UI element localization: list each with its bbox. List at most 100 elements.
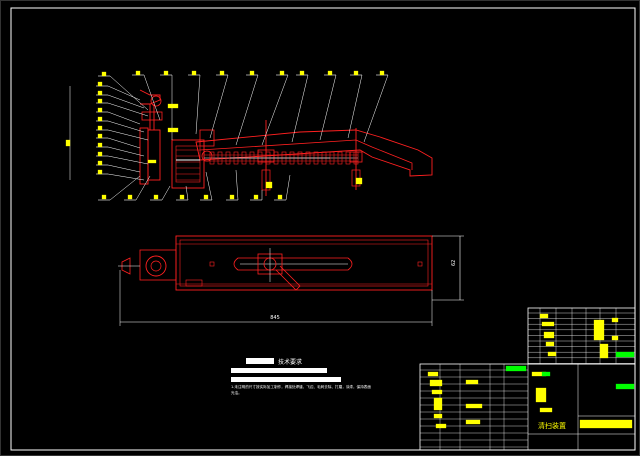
callout-number bbox=[97, 169, 103, 175]
screw-segment bbox=[217, 151, 223, 165]
callout-leader bbox=[161, 185, 171, 201]
callout-number bbox=[153, 194, 159, 200]
callout-leader bbox=[107, 137, 141, 149]
callout-number bbox=[97, 116, 103, 122]
green-cell bbox=[505, 365, 527, 372]
callout-number bbox=[203, 194, 209, 200]
title-text-block bbox=[465, 403, 483, 409]
title-text-block bbox=[611, 317, 619, 323]
school-block bbox=[579, 419, 633, 429]
callout-leader bbox=[107, 173, 145, 181]
callout-number bbox=[97, 125, 103, 131]
technical-notes: 技术要求 1.未注明的尺寸按实际加工制作，焊接处焊缝、飞边、毛刺去除、打磨，涂漆… bbox=[231, 358, 371, 395]
callout-leader bbox=[285, 174, 291, 201]
title-text-block bbox=[539, 313, 549, 319]
title-text-block bbox=[547, 351, 557, 357]
title-text-block bbox=[541, 321, 555, 327]
notes-title-box bbox=[246, 358, 274, 364]
title-text-block bbox=[465, 379, 479, 385]
callout-number bbox=[97, 81, 103, 87]
handle-knob bbox=[150, 95, 162, 107]
callout-number bbox=[101, 71, 107, 77]
callout-leader bbox=[107, 129, 149, 141]
title-text-block bbox=[433, 397, 443, 411]
idler bbox=[201, 150, 213, 162]
callout-leader bbox=[319, 74, 337, 141]
screw-segment bbox=[209, 151, 215, 165]
dimension-overall-length: 845 bbox=[270, 315, 280, 321]
plan-motor bbox=[145, 255, 167, 277]
notes-bar bbox=[231, 377, 341, 382]
callout-number bbox=[253, 194, 259, 200]
dimension-lines bbox=[119, 235, 464, 326]
plan-foot bbox=[185, 279, 203, 287]
title-text-block bbox=[431, 389, 443, 395]
callout-leader bbox=[135, 175, 151, 201]
callout-number bbox=[191, 70, 197, 76]
callout-number bbox=[163, 70, 169, 76]
callout-leader bbox=[205, 171, 213, 201]
motor-mount bbox=[147, 129, 161, 181]
callout-number bbox=[379, 70, 385, 76]
drawing-frame bbox=[10, 7, 636, 451]
part-label bbox=[167, 127, 179, 133]
gearbox-inner bbox=[175, 145, 201, 183]
part-label bbox=[167, 103, 179, 109]
title-text-block bbox=[433, 413, 443, 419]
plan-frame-inner bbox=[179, 239, 429, 287]
part-callouts-front-view bbox=[65, 70, 389, 201]
plan-lever bbox=[275, 265, 301, 291]
callout-leader bbox=[195, 74, 201, 135]
callout-number bbox=[97, 90, 103, 96]
callout-number bbox=[277, 194, 283, 200]
title-block-frame bbox=[419, 363, 636, 451]
callout-number bbox=[97, 133, 103, 139]
callout-leader bbox=[107, 155, 149, 165]
callout-number bbox=[179, 194, 185, 200]
gearbox-housing bbox=[171, 139, 205, 189]
motor-plate bbox=[139, 127, 149, 185]
title-text-block bbox=[429, 379, 443, 387]
title-text-block bbox=[599, 343, 609, 359]
plan-handle bbox=[121, 257, 131, 275]
callout-leader bbox=[261, 74, 289, 146]
callout-number bbox=[101, 194, 107, 200]
title-text-block bbox=[435, 423, 447, 429]
front-view-assembly bbox=[139, 89, 433, 196]
callout-leader bbox=[143, 74, 161, 121]
callout-leader bbox=[107, 94, 145, 109]
callout-number bbox=[327, 70, 333, 76]
title-text-block bbox=[465, 419, 481, 425]
callout-leader bbox=[109, 75, 149, 111]
callout-leader bbox=[347, 74, 363, 139]
notes-body: 1.未注明的尺寸按实际加工制作，焊接处焊缝、飞边、毛刺去除、打磨，涂漆，保持表面… bbox=[231, 385, 371, 395]
callout-leader bbox=[235, 74, 259, 146]
part-label bbox=[265, 181, 273, 189]
callout-number bbox=[97, 151, 103, 157]
callout-leader bbox=[107, 164, 141, 173]
plan-view-assembly bbox=[118, 235, 433, 291]
callout-number bbox=[299, 70, 305, 76]
bearing-block bbox=[257, 149, 275, 163]
callout-number bbox=[97, 98, 103, 104]
plan-motor-core bbox=[150, 260, 162, 272]
callout-leader bbox=[107, 85, 141, 101]
dimension-mark bbox=[65, 139, 71, 147]
callout-leader bbox=[107, 102, 149, 117]
notes-bar bbox=[231, 368, 327, 373]
callout-leader bbox=[291, 74, 309, 143]
title-text-block bbox=[593, 319, 605, 341]
callout-leader bbox=[209, 74, 229, 139]
title-text-block bbox=[545, 341, 555, 347]
part-label bbox=[147, 159, 157, 164]
green-cell bbox=[615, 351, 635, 358]
callout-number bbox=[127, 194, 133, 200]
plan-bolt bbox=[417, 261, 423, 267]
notes-body-box: 1.未注明的尺寸按实际加工制作，焊接处焊缝、飞边、毛刺去除、打磨，涂漆，保持表面… bbox=[231, 385, 371, 395]
callout-leader bbox=[235, 169, 239, 201]
screw-segment bbox=[337, 151, 343, 165]
title-text-block bbox=[543, 331, 555, 339]
callout-leader bbox=[107, 120, 145, 133]
